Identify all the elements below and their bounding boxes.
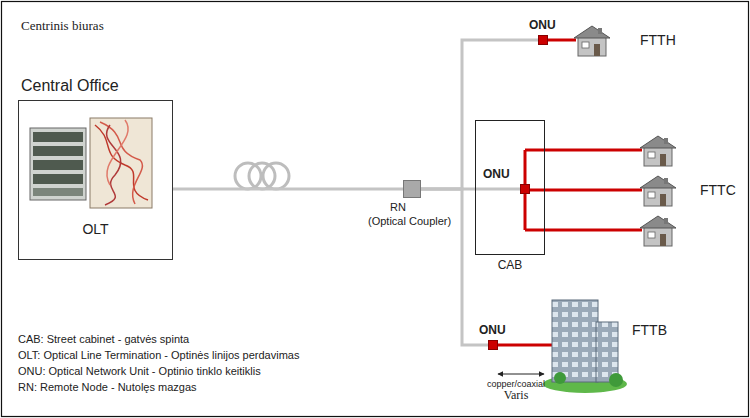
tree bbox=[554, 372, 566, 384]
olt-slot bbox=[33, 146, 83, 156]
olt-equipment bbox=[30, 118, 152, 208]
legend-line: CAB: Street cabinet - gatvės spinta bbox=[18, 333, 189, 346]
olt-slot bbox=[33, 188, 83, 196]
olt-slot bbox=[33, 174, 83, 184]
node-label: ONU bbox=[529, 19, 556, 33]
drop-wire bbox=[525, 229, 642, 232]
drop-wire bbox=[498, 344, 552, 347]
drop-wire bbox=[548, 39, 576, 42]
onu-unit: ONU bbox=[538, 35, 548, 45]
span-arrow bbox=[498, 374, 544, 375]
legend-line: OLT: Optical Line Termination - Optinės … bbox=[18, 349, 299, 362]
node-label: ONU bbox=[479, 324, 506, 338]
olt-slot bbox=[33, 132, 83, 142]
fiber-coil bbox=[235, 163, 289, 189]
onu-unit: ONU bbox=[488, 340, 498, 350]
fiber-loop bbox=[263, 163, 289, 189]
drop-wire bbox=[528, 189, 642, 192]
building-wing bbox=[596, 322, 618, 382]
medium-label: copper/coaxial bbox=[487, 379, 545, 389]
equipment-label: OLT bbox=[82, 221, 108, 237]
access-type: FTTB bbox=[632, 322, 667, 338]
fiber-link bbox=[421, 189, 488, 345]
remote-node: RN(Optical Coupler) bbox=[403, 180, 421, 198]
house-icon bbox=[640, 176, 676, 206]
patch-frame bbox=[90, 118, 152, 208]
patch-cord bbox=[105, 125, 121, 205]
drop-wire bbox=[525, 149, 642, 152]
house-icon bbox=[574, 26, 610, 56]
tree bbox=[609, 373, 623, 387]
node-label: RN bbox=[390, 201, 406, 214]
access-type: FTTH bbox=[640, 32, 676, 48]
node-label: CAB bbox=[498, 259, 523, 273]
olt-slot bbox=[33, 160, 83, 170]
access-type: FTTC bbox=[700, 182, 736, 198]
legend-line: RN: Remote Node - Nutolęs mazgas bbox=[18, 381, 197, 394]
patch-cord bbox=[95, 125, 148, 200]
heading: Central Office bbox=[21, 77, 119, 95]
fiber-link bbox=[421, 40, 538, 189]
fiber-link bbox=[173, 188, 403, 191]
central-office-box: Centrinis biurasCentral OfficeOLT bbox=[18, 100, 173, 260]
onu-unit: ONU bbox=[520, 184, 530, 194]
patch-cord bbox=[100, 122, 142, 204]
medium-label: Varis bbox=[504, 389, 529, 403]
olt-rack bbox=[30, 128, 86, 200]
legend-line: ONU: Optical Network Unit - Optinio tink… bbox=[18, 365, 261, 378]
house-icon bbox=[640, 136, 676, 166]
house-icon bbox=[640, 216, 676, 246]
node-label: ONU bbox=[483, 168, 510, 182]
building bbox=[543, 300, 627, 393]
heading-local: Centrinis biuras bbox=[21, 19, 104, 34]
node-caption: (Optical Coupler) bbox=[368, 215, 451, 228]
drop-wires bbox=[498, 40, 642, 345]
patch-cord bbox=[107, 120, 128, 185]
street-cabinet: ONUCAB bbox=[475, 120, 545, 255]
building-tower bbox=[552, 300, 598, 382]
